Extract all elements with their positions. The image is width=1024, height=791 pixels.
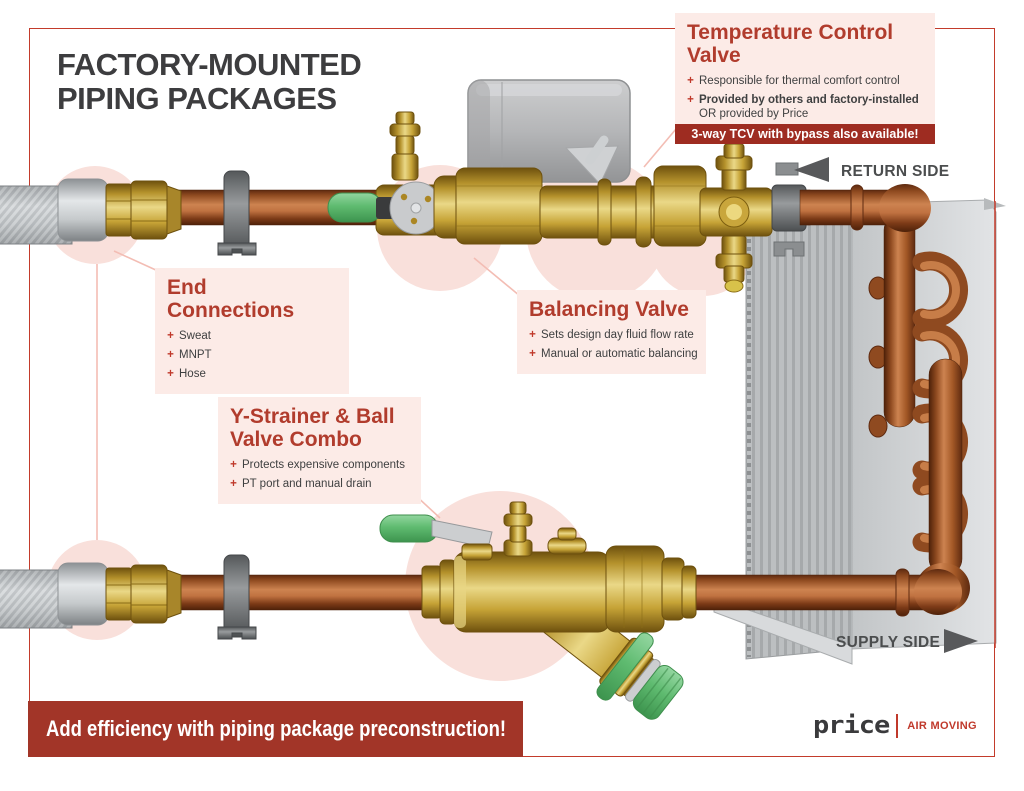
callout-end-connections: End Connections + Sweat + MNPT + Hose (155, 268, 349, 394)
strainer-body (453, 551, 611, 633)
callout-y-strainer: Y-Strainer & Ball Valve Combo + Protects… (218, 397, 421, 504)
callout-bullet: + Provided by others and factory-install… (675, 93, 927, 121)
leader-lines (96, 128, 677, 540)
pt-port (503, 501, 533, 557)
tcv-availability-banner: 3-way TCV with bypass also available! (675, 124, 935, 144)
callout-bullet: + MNPT (155, 348, 341, 362)
callout-bullet: + Protects expensive components (218, 458, 413, 472)
return-side-label: RETURN SIDE (841, 163, 949, 180)
drain-knob (596, 632, 654, 701)
callout-bullet: + Manual or automatic balancing (517, 347, 698, 361)
right-arrow-icon (944, 629, 978, 653)
supply-side-label: SUPPLY SIDE (836, 634, 940, 651)
y-strainer-ball-valve (379, 501, 697, 720)
actuator-coupler (564, 145, 619, 185)
callout-title: Balancing Valve (529, 298, 689, 321)
callout-bullet: + PT port and manual drain (218, 477, 413, 491)
union-nut (605, 545, 697, 633)
pt-port (715, 143, 753, 191)
plus-icon: + (230, 478, 237, 490)
ball-valve-lever (379, 514, 493, 561)
pt-port (389, 111, 421, 181)
plus-icon: + (529, 329, 536, 341)
price-logo: price AIR MOVING (813, 712, 977, 739)
logo-tagline: AIR MOVING (907, 719, 977, 732)
plus-icon: + (529, 348, 536, 360)
callout-bullet: + Sweat (155, 329, 341, 343)
logo-divider (896, 713, 899, 738)
callout-bullets: + Protects expensive components + PT por… (218, 458, 421, 504)
tcv-body (539, 143, 773, 293)
supply-side: SUPPLY SIDE (836, 629, 978, 653)
coil (713, 198, 1006, 665)
tcv-actuator (467, 79, 631, 185)
callout-title: Temperature Control Valve (687, 21, 894, 67)
plus-icon: + (167, 349, 174, 361)
callout-bullet: + Sets design day fluid flow rate (517, 328, 698, 342)
page-title-line1: FACTORY-MOUNTED (57, 47, 362, 82)
callout-temperature-control-valve: Temperature Control Valve + Responsible … (675, 13, 935, 134)
return-side: RETURN SIDE (794, 157, 949, 182)
supply-pipe (0, 501, 962, 720)
callout-bullets: + Responsible for thermal comfort contro… (675, 74, 935, 134)
ball-valve-handle (327, 192, 383, 223)
footer-banner: Add efficiency with piping package preco… (28, 701, 523, 757)
plus-icon: + (167, 330, 174, 342)
balancing-valve (389, 111, 543, 245)
price-logo-wordmark: price (813, 711, 890, 740)
plus-icon: + (230, 459, 237, 471)
union-nut (455, 167, 543, 245)
callout-bullets: + Sweat + MNPT + Hose (155, 329, 349, 394)
plus-icon: + (687, 94, 694, 106)
left-arrow-icon (794, 157, 829, 182)
callout-title: End Connections (167, 276, 295, 322)
callout-bullet: + Responsible for thermal comfort contro… (675, 74, 927, 88)
callout-title: Y-Strainer & Ball Valve Combo (230, 405, 395, 451)
callout-bullet: + Hose (155, 367, 341, 381)
callout-bullets: + Sets design day fluid flow rate + Manu… (517, 328, 706, 374)
return-pipe (0, 79, 931, 293)
plus-icon: + (687, 75, 694, 87)
drain-port (715, 235, 753, 293)
footer-banner-text: Add efficiency with piping package preco… (46, 716, 507, 741)
callout-balancing-valve: Balancing Valve + Sets design day fluid … (517, 290, 706, 374)
page-title: FACTORY-MOUNTED PIPING PACKAGES (57, 47, 362, 116)
plus-icon: + (167, 368, 174, 380)
page-title-line2: PIPING PACKAGES (57, 81, 337, 116)
return-elbow (879, 184, 931, 232)
